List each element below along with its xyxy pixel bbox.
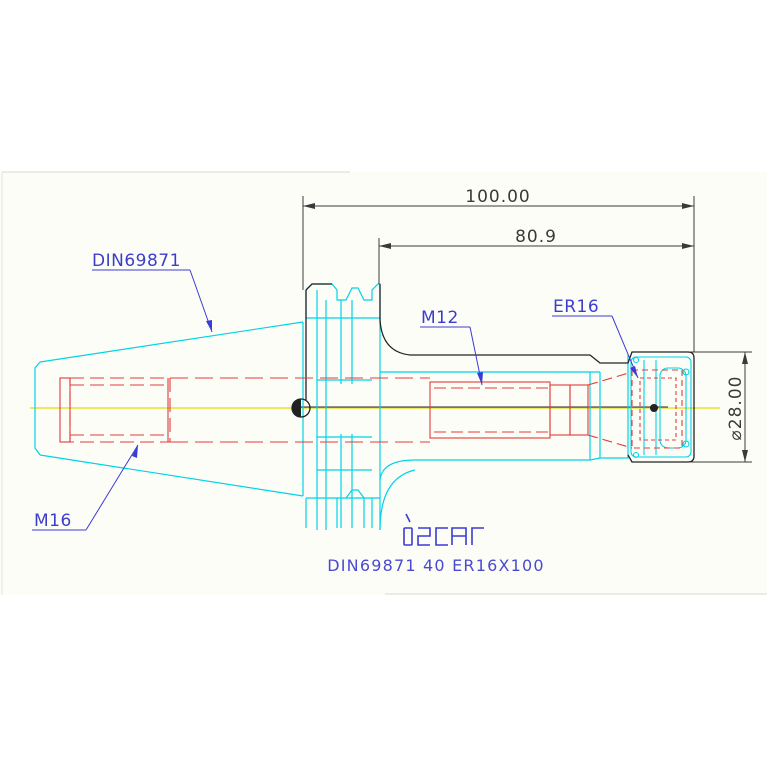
flange-outline [305, 283, 381, 530]
dimension-gauge-length-value: 80.9 [515, 227, 557, 247]
dimension-diameter-value: ⌀28.00 [726, 376, 746, 441]
taper-shank-outline [34, 321, 304, 497]
body-outline [379, 355, 629, 531]
callout-m12-label: M12 [421, 308, 459, 328]
part-designation-label: DIN69871 40 ER16X100 [327, 556, 545, 575]
callout-m16-leader [32, 444, 139, 531]
body-profile-outline [379, 284, 695, 463]
callout-m16-label: M16 [34, 511, 72, 531]
callout-taper-leader [92, 269, 213, 333]
callout-taper-label: DIN69871 [92, 251, 181, 271]
callout-m12-leader [420, 326, 483, 386]
dimension-overall-length-value: 100.00 [465, 187, 530, 207]
dimension-diameter [690, 351, 752, 463]
collet-center-marker [650, 404, 658, 412]
internal-bore-hidden-lines [59, 369, 683, 449]
dimension-gauge-length [378, 238, 694, 284]
flange-profile-outline [305, 283, 332, 291]
callout-er16-label: ER16 [553, 297, 599, 317]
collet-nut-outline [630, 356, 692, 459]
iscar-logo [403, 513, 484, 546]
gauge-point-fill [292, 399, 301, 417]
dimension-overall-length [302, 196, 695, 352]
callout-er16-leader [552, 315, 639, 379]
drawing-sheet [0, 172, 767, 595]
